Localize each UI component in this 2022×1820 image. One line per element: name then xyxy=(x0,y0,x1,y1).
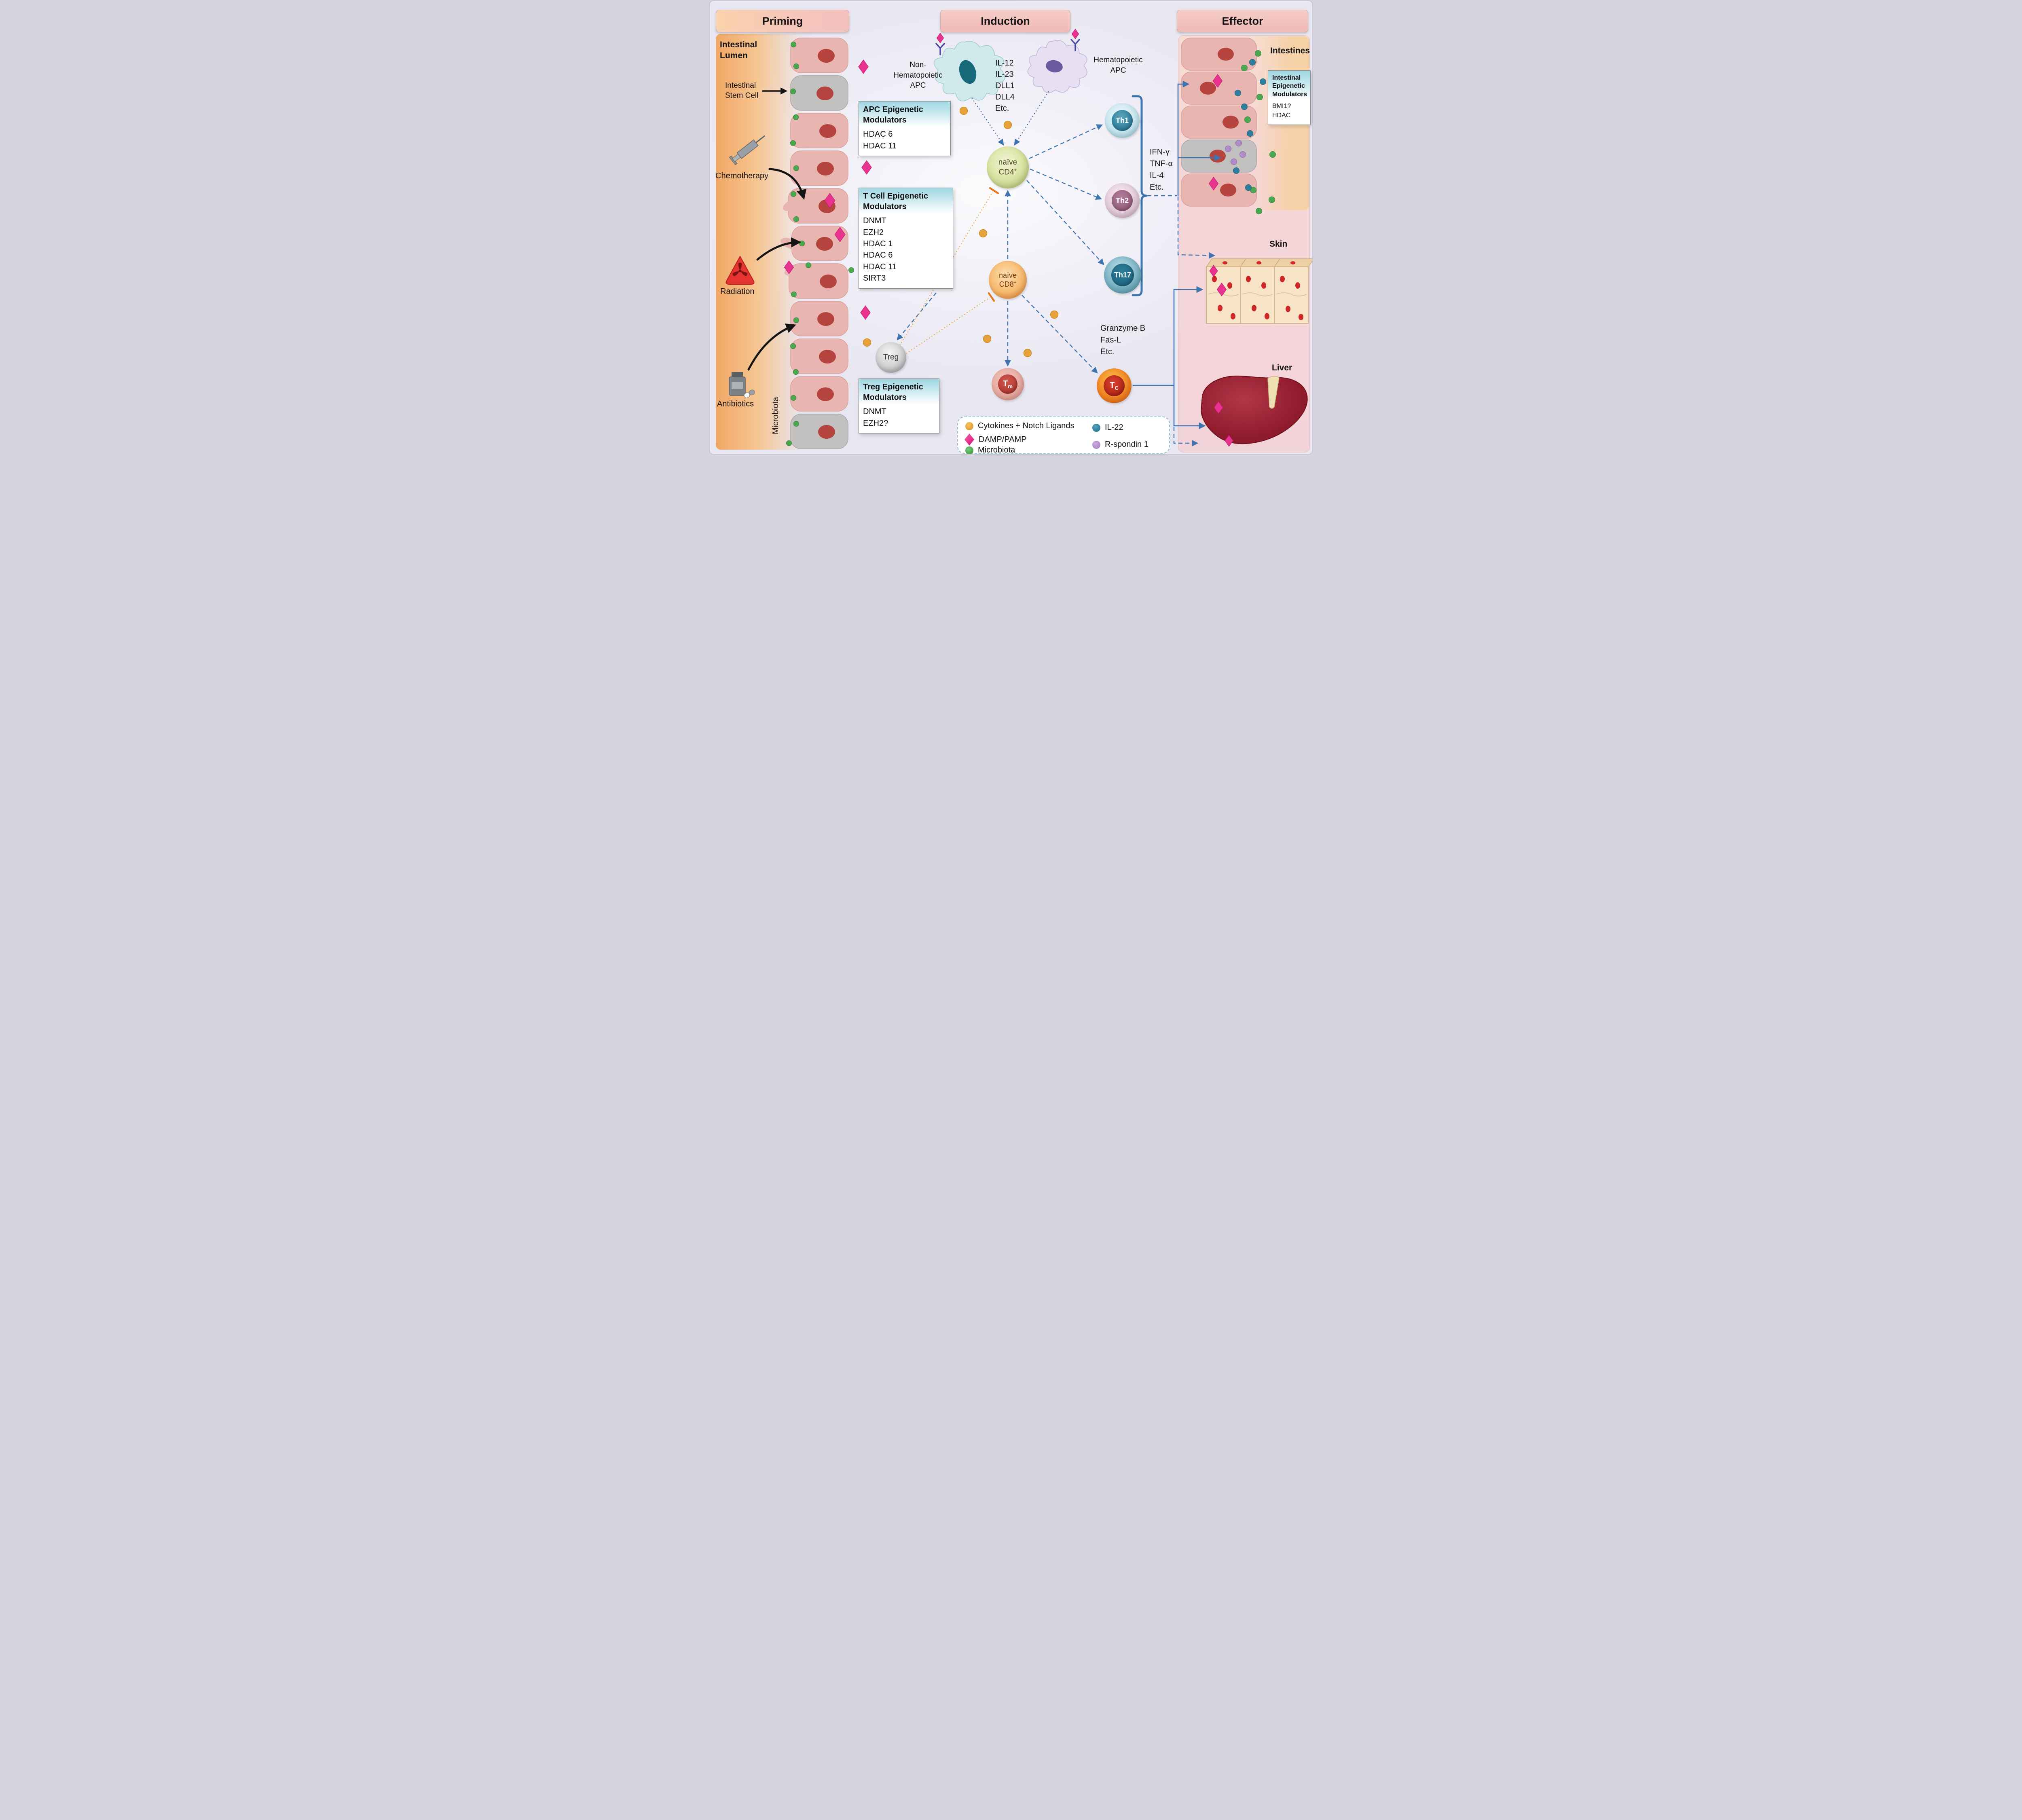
box-title: T Cell Epigenetic Modulators xyxy=(859,188,953,214)
treg-inhibition-lines xyxy=(899,187,999,354)
naive-cd4-cell: naïve CD4+ xyxy=(987,146,1029,188)
insult-arrows xyxy=(747,168,807,371)
damp-pamp-diamond-icon xyxy=(964,433,974,446)
radiation-label: Radiation xyxy=(720,287,755,296)
tc-effector-list: Granzyme B Fas-L Etc. xyxy=(1100,324,1146,356)
effector-intestines-graphic xyxy=(1181,38,1276,214)
box-items: DNMT EZH2? xyxy=(863,407,888,428)
antibiotics-icon xyxy=(729,372,755,398)
liver-label: Liver xyxy=(1272,363,1292,372)
legend-item-microbiota: Microbiota xyxy=(965,446,1015,454)
box-title: Treg Epigenetic Modulators xyxy=(859,379,939,405)
microbiota-dot-icon xyxy=(965,446,973,454)
tc-cell: TC xyxy=(1097,368,1132,403)
naive-cd8-label: naïve CD8+ xyxy=(998,271,1017,289)
microbiota-label: Microbiota xyxy=(771,397,780,434)
effector-skin-graphic xyxy=(1206,258,1312,324)
apc-epigenetic-modulators-box: APC Epigenetic Modulators HDAC 6 HDAC 11 xyxy=(859,101,951,156)
legend-label: DAMP/PAMP xyxy=(979,435,1027,444)
box-items: DNMT EZH2 HDAC 1 HDAC 6 HDAC 11 SIRT3 xyxy=(863,216,897,283)
naive-cd8-cell: naïve CD8+ xyxy=(989,261,1027,299)
rspondin-dot-icon xyxy=(1092,440,1100,449)
th2-label: Th2 xyxy=(1112,190,1133,211)
intestinal-epithelium xyxy=(780,38,848,449)
tm-label: Tm xyxy=(998,374,1017,394)
legend-label: Microbiota xyxy=(978,446,1015,454)
effector-liver-graphic xyxy=(1200,375,1308,447)
cytokine-dot-icon xyxy=(965,422,973,430)
receptor-icon xyxy=(1070,39,1080,51)
chemotherapy-label: Chemotherapy xyxy=(715,171,769,180)
intestines-label: Intestines xyxy=(1270,46,1310,55)
legend-item-rspondin1: R-spondin 1 xyxy=(1092,440,1148,449)
non-hematopoietic-apc-label: Non- Hematopoietic APC xyxy=(893,61,943,90)
treg-label: Treg xyxy=(883,353,899,361)
damp-pamp-diamonds xyxy=(1208,74,1223,190)
th1-cell: Th1 xyxy=(1105,103,1140,138)
treg-cell: Treg xyxy=(876,342,906,373)
epithelium-nuclei xyxy=(816,49,837,439)
legend-label: Cytokines + Notch Ligands xyxy=(978,421,1074,430)
cytokine-dots xyxy=(863,106,1059,357)
th1-label: Th1 xyxy=(1112,110,1133,131)
apc-signal-list: IL-12 IL-23 DLL1 DLL4 Etc. xyxy=(995,59,1015,113)
hematopoietic-apc-label: Hematopoietic APC xyxy=(1093,56,1143,75)
intestinal-epigenetic-modulators-box: Intestinal Epigenetic Modulators BMI1? H… xyxy=(1268,70,1311,125)
th17-cell: Th17 xyxy=(1104,256,1141,294)
legend-label: IL-22 xyxy=(1105,423,1123,432)
organ-target-arrows xyxy=(1133,80,1221,429)
legend: Cytokines + Notch Ligands DAMP/PAMP Micr… xyxy=(957,416,1170,454)
th17-label: Th17 xyxy=(1111,264,1134,286)
skin-label: Skin xyxy=(1269,239,1288,249)
differentiation-arrows xyxy=(897,124,1216,446)
box-items: HDAC 6 HDAC 11 xyxy=(863,130,897,150)
rspondin-dots xyxy=(1225,140,1246,165)
diagram-canvas xyxy=(725,29,1312,449)
th-bracket xyxy=(1132,95,1148,296)
il22-dots xyxy=(1233,59,1266,191)
syringe-icon xyxy=(729,135,766,165)
th2-cell: Th2 xyxy=(1105,183,1140,218)
hematopoietic-apc-cell xyxy=(1027,39,1087,93)
tm-cell: Tm xyxy=(992,368,1024,400)
box-title: APC Epigenetic Modulators xyxy=(859,101,950,127)
induction-phase-header: Induction xyxy=(940,10,1070,32)
apc-priming-arrows xyxy=(971,91,1049,146)
antibiotics-label: Antibiotics xyxy=(717,400,754,408)
naive-cd4-label: naïve CD4+ xyxy=(998,158,1017,177)
box-title: Intestinal Epigenetic Modulators xyxy=(1268,71,1310,101)
tcell-epigenetic-modulators-box: T Cell Epigenetic Modulators DNMT EZH2 H… xyxy=(859,188,953,289)
non-hematopoietic-apc-cell xyxy=(933,41,1005,101)
legend-item-damp-pamp: DAMP/PAMP xyxy=(964,433,1027,446)
damp-pamp-diamonds xyxy=(784,29,1079,320)
il22-dot-icon xyxy=(1092,423,1100,432)
receptor-icon xyxy=(935,43,945,55)
priming-phase-header: Priming xyxy=(716,10,849,32)
radiation-icon xyxy=(725,256,755,285)
microbiota-dots xyxy=(786,42,854,446)
legend-item-il22: IL-22 xyxy=(1092,423,1123,432)
effector-phase-header: Effector xyxy=(1177,10,1308,32)
legend-label: R-spondin 1 xyxy=(1105,440,1148,449)
tc-label: TC xyxy=(1104,375,1125,396)
th-cytokine-list: IFN-γ TNF-α IL-4 Etc. xyxy=(1150,148,1173,192)
legend-item-cytokines-notch: Cytokines + Notch Ligands xyxy=(965,421,1074,431)
box-items: BMI1? HDAC xyxy=(1272,103,1291,119)
treg-epigenetic-modulators-box: Treg Epigenetic Modulators DNMT EZH2? xyxy=(859,378,939,433)
